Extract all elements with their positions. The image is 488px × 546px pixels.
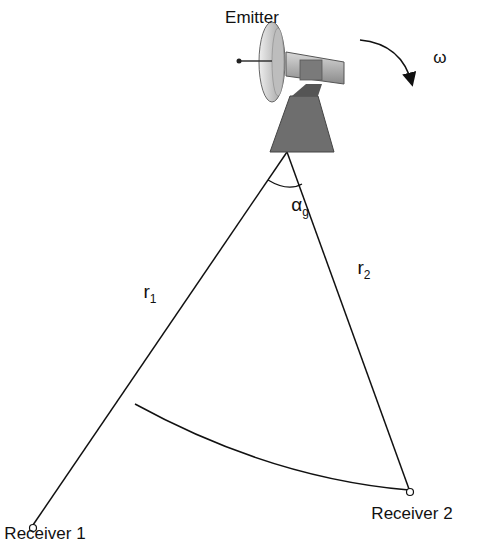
symbol-label: ω — [433, 49, 446, 68]
rotation-arrow — [360, 40, 412, 84]
angle-label: αg — [291, 195, 309, 216]
emitter-base — [270, 96, 334, 152]
receiver-point — [407, 489, 414, 496]
feed-tip — [237, 59, 242, 64]
sweep-arc — [135, 404, 409, 490]
r1-line — [33, 152, 287, 525]
part-label: Emitter — [225, 9, 279, 28]
r2-line — [287, 152, 409, 489]
distance-label: r2 — [357, 258, 370, 279]
distance-label: r1 — [143, 282, 156, 303]
emitter-mount — [292, 84, 322, 96]
angle-arc — [268, 180, 302, 187]
emitter-dish — [259, 22, 285, 102]
horn-body — [300, 60, 322, 80]
feed-rod — [240, 60, 272, 62]
part-label: Receiver 1 — [4, 524, 85, 543]
emitter-horn — [286, 52, 344, 84]
dish-rim — [272, 28, 284, 96]
part-label: Receiver 2 — [371, 505, 452, 524]
